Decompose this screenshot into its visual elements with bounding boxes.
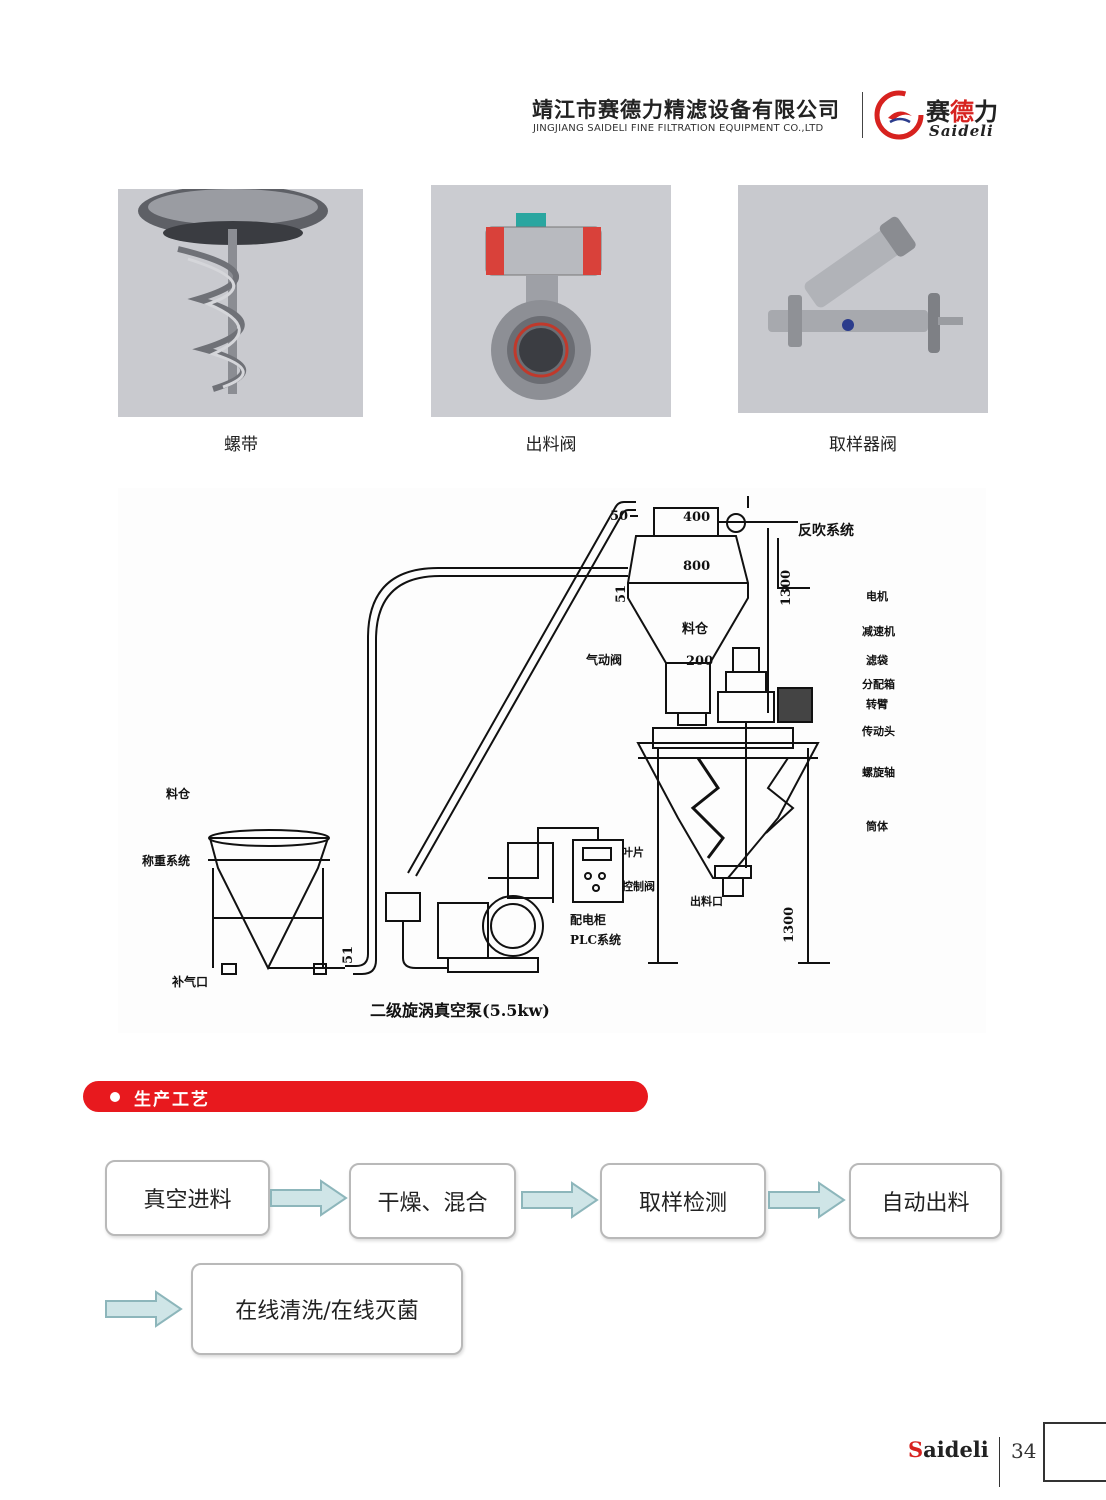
- vacuum-feeding-system-diagram: 400 50 800 51 1300 200 51 1300 反吹系统 电机 减…: [118, 488, 986, 1033]
- arrow-right-icon: [521, 1181, 599, 1219]
- logo-char-3: 力: [974, 97, 998, 126]
- outlet-label: 出料口: [690, 894, 723, 908]
- dim-label: 200: [686, 654, 713, 669]
- process-step: 真空进料: [105, 1160, 270, 1236]
- process-step: 干燥、混合: [349, 1163, 516, 1239]
- arrow-right-icon: [270, 1179, 348, 1217]
- motor-label: 电机: [866, 589, 888, 603]
- dim-label: 1300: [779, 570, 794, 606]
- control-valve-label: 控制阀: [622, 879, 655, 893]
- hopper-top-label: 料仓: [682, 621, 709, 637]
- process-step: 自动出料: [849, 1163, 1002, 1239]
- process-step: 取样检测: [600, 1163, 766, 1239]
- distributor-label: 分配箱: [862, 677, 895, 691]
- pneumatic-ball-valve-image: [431, 185, 671, 417]
- arrow-right-icon: [105, 1290, 183, 1328]
- filter-label: 滤袋: [866, 653, 889, 667]
- screw-shaft-label: 螺旋轴: [862, 765, 895, 779]
- plc-label: PLC系统: [570, 932, 621, 947]
- logo-char-1: 赛: [926, 97, 950, 126]
- pump-label: 二级旋涡真空泵(5.5kw): [370, 1001, 550, 1020]
- blade-label: 叶片: [622, 845, 644, 859]
- dim-label: 51: [614, 585, 629, 603]
- footer-brand-rest: aideli: [923, 1437, 989, 1462]
- photo-caption: 出料阀: [525, 435, 577, 455]
- header-divider: [862, 92, 863, 138]
- company-name-en: JINGJIANG SAIDELI FINE FILTRATION EQUIPM…: [533, 123, 824, 134]
- logo-char-2: 德: [950, 97, 974, 126]
- section-banner: [83, 1081, 648, 1112]
- ribbon-spiral-agitator-image: [118, 189, 363, 417]
- reducer-label: 减速机: [862, 624, 895, 638]
- sampler-valve-image: [738, 185, 988, 413]
- company-logo-icon: [874, 90, 924, 140]
- page-number: 34: [1011, 1439, 1037, 1463]
- photo-caption: 螺带: [224, 435, 258, 455]
- weighing-label: 称重系统: [142, 853, 190, 868]
- logo-text-cn: 赛德力: [926, 92, 998, 127]
- air-inlet-label: 补气口: [171, 974, 208, 989]
- section-title: 生产工艺: [134, 1090, 210, 1110]
- dim-label: 51: [341, 946, 356, 964]
- process-step: 在线清洗/在线灭菌: [191, 1263, 463, 1355]
- photo-caption: 取样器阀: [829, 435, 897, 455]
- vessel-label: 筒体: [866, 819, 889, 833]
- page-corner-frame: [1043, 1422, 1106, 1482]
- pneumatic-valve-label: 气动阀: [585, 652, 622, 667]
- company-name-cn: 靖江市赛德力精滤设备有限公司: [532, 98, 840, 122]
- bullet-icon: [110, 1092, 120, 1102]
- drive-head-label: 传动头: [861, 724, 895, 738]
- dim-label: 800: [683, 559, 710, 574]
- footer-brand-initial: S: [908, 1437, 924, 1462]
- hopper-left-label: 料仓: [166, 786, 191, 801]
- footer-divider: [999, 1437, 1000, 1487]
- dim-label: 50: [610, 509, 628, 524]
- dim-label: 1300: [782, 907, 797, 943]
- arrow-right-icon: [768, 1181, 846, 1219]
- dim-label: 400: [683, 510, 710, 525]
- footer-brand: Saideli: [908, 1437, 989, 1462]
- backflush-label: 反吹系统: [798, 522, 854, 539]
- logo-text-en: Saideli: [929, 122, 994, 140]
- rotor-arm-label: 转臂: [866, 697, 888, 711]
- cabinet-label: 配电柜: [570, 912, 606, 927]
